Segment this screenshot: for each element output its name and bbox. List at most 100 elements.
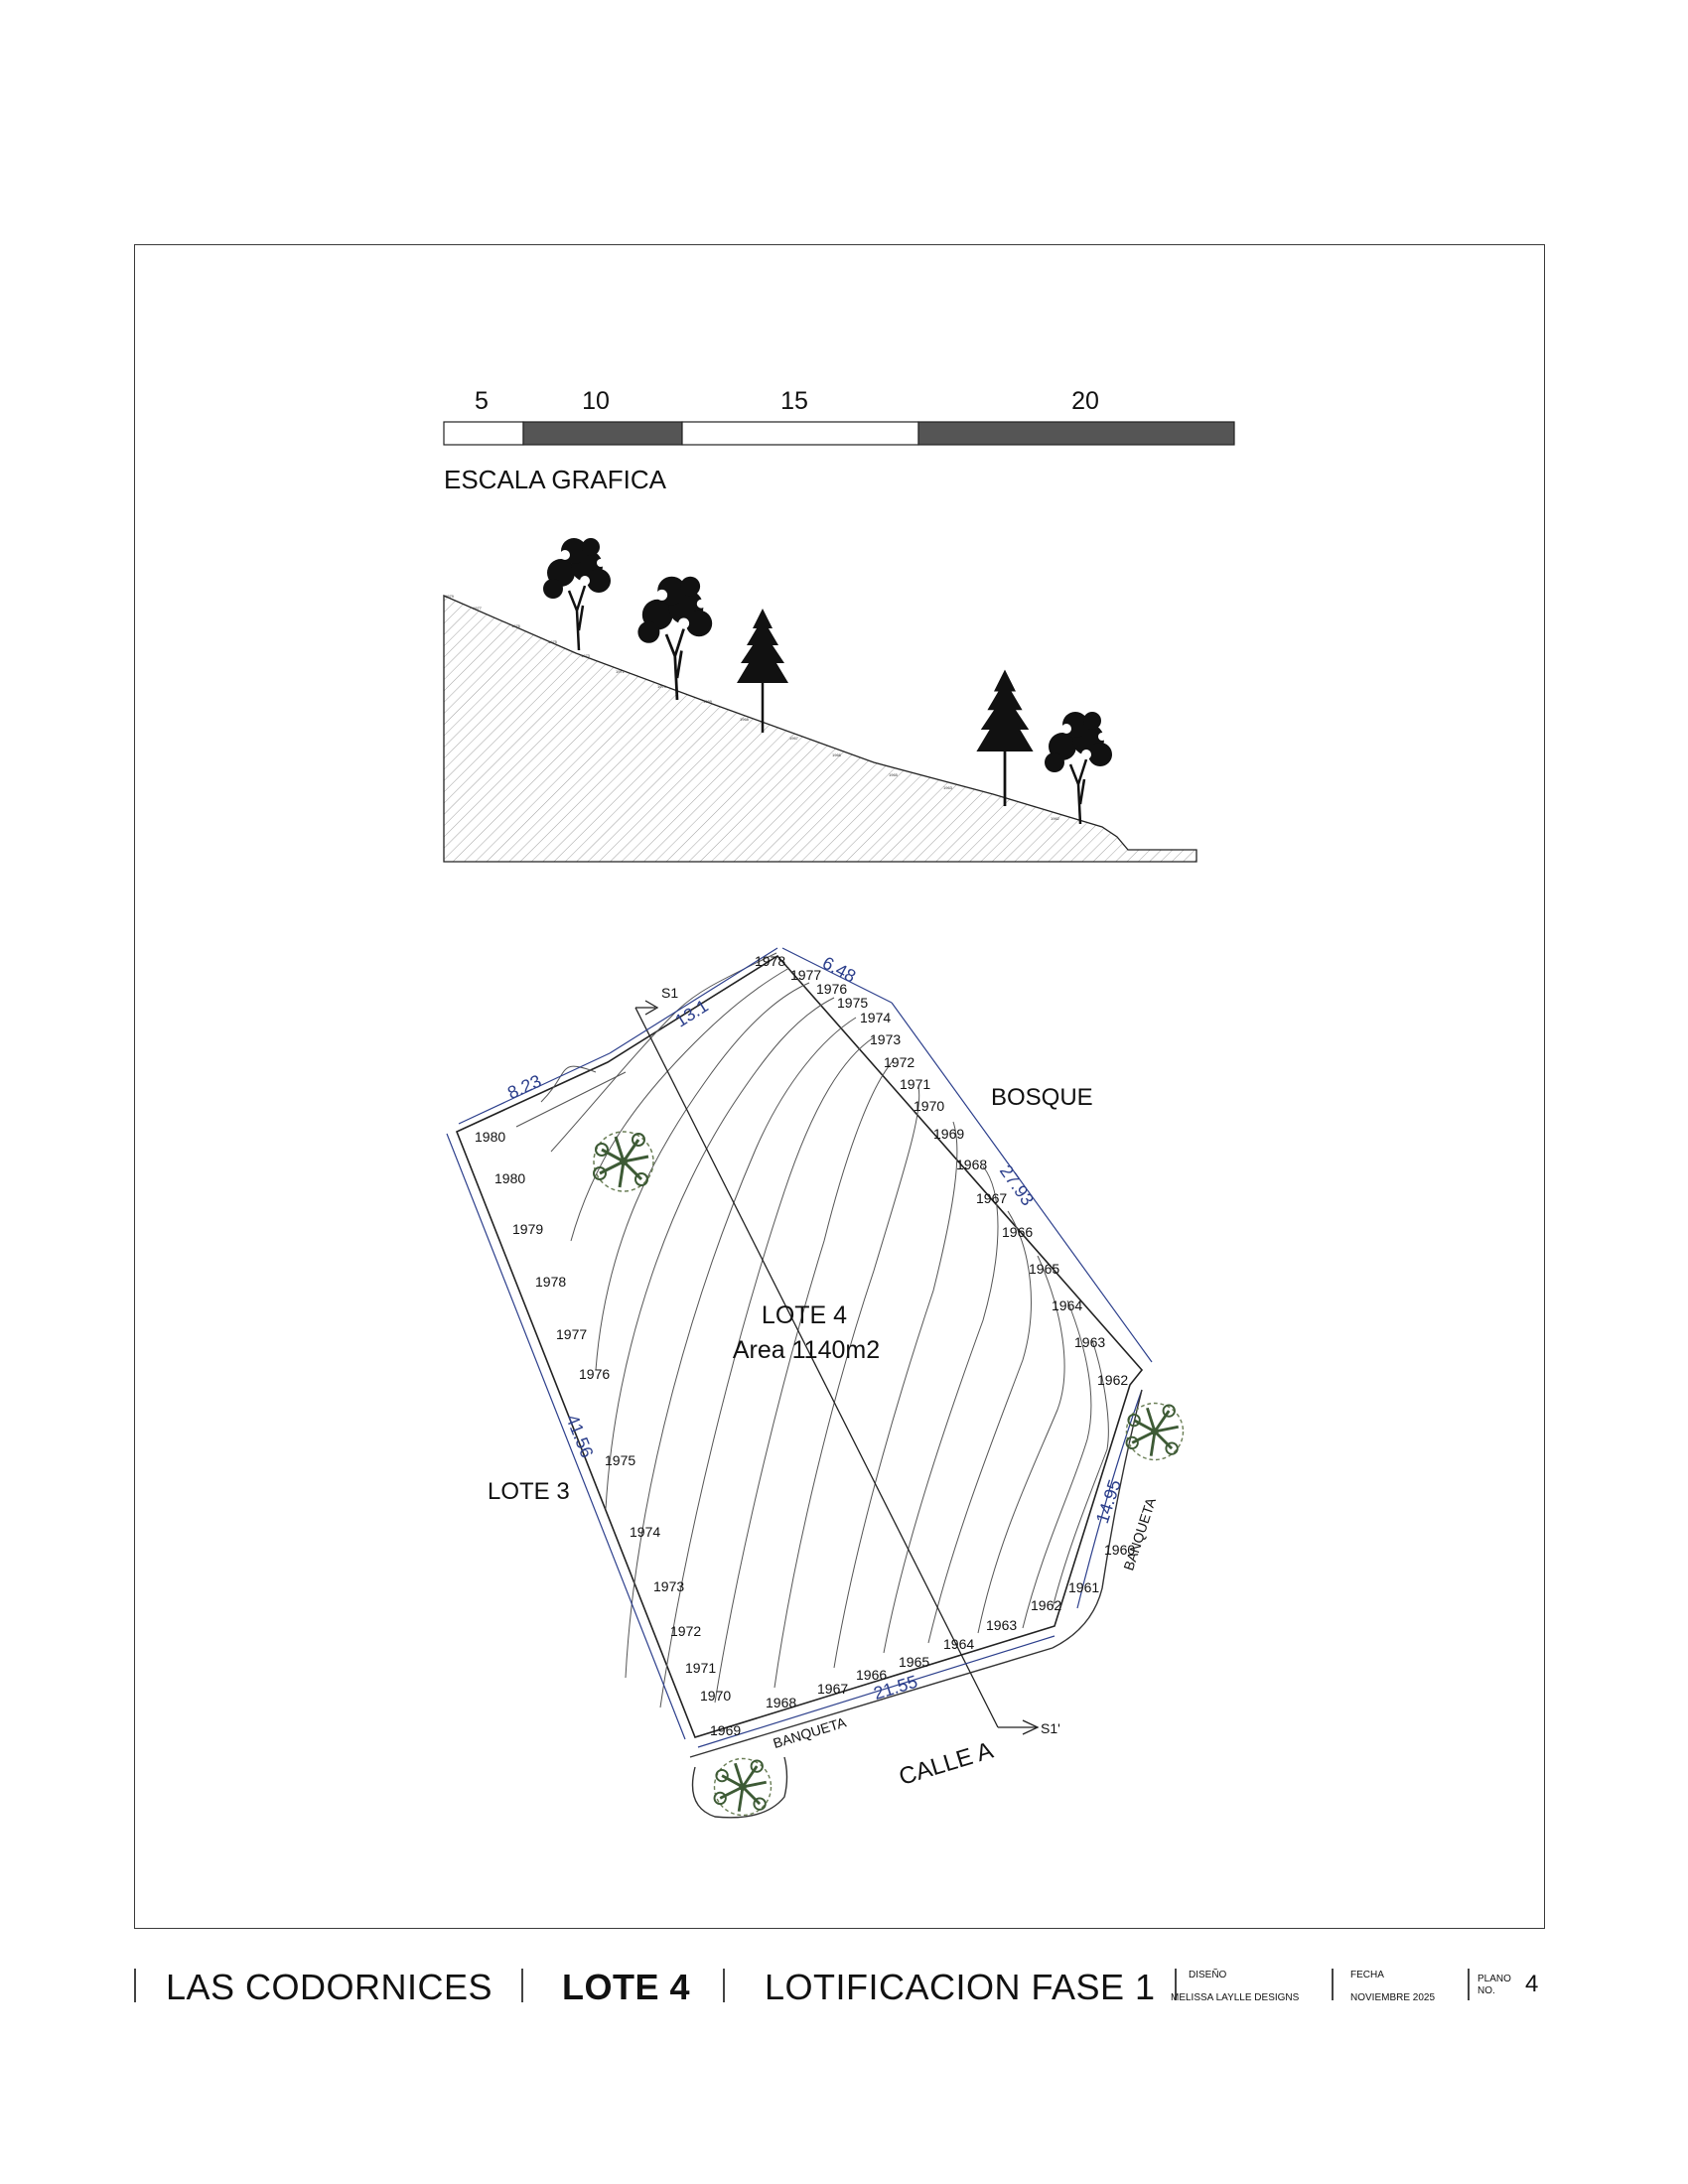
bottom-elevations: 1968 1967 1966 1965 1964 1963 1962 (766, 1597, 1061, 1710)
title-separator (723, 1969, 725, 2002)
elevation-label: 1967 (817, 1681, 848, 1697)
elevation-label: 1960 (1104, 1542, 1135, 1558)
terrain-section: 1979 1977 1976 1975 1973 1971 1970 1969 … (443, 536, 1197, 863)
section-elev: 1966 (832, 752, 842, 757)
west-elevations: 1980 1980 1979 1978 1977 1976 1975 1974 … (475, 1129, 741, 1738)
title-separator (521, 1969, 523, 2002)
scale-segment-3 (681, 421, 919, 446)
elevation-label: 1974 (630, 1524, 660, 1540)
dimension-label: 41.56 (562, 1412, 597, 1460)
elevation-label: 1973 (653, 1578, 684, 1594)
tree-plan-icon (1125, 1402, 1185, 1461)
section-elev: 1962 (1051, 816, 1060, 821)
title-separator (134, 1969, 136, 2002)
elevation-label: 1967 (976, 1190, 1007, 1206)
design-label: DISEÑO (1189, 1970, 1227, 1980)
street-label: CALLE A (896, 1737, 996, 1791)
elevation-label: 1979 (512, 1221, 543, 1237)
lot-plan: S1 S1' 8.23 13.1 6.48 27.93 41.56 14.95 (446, 947, 1185, 1819)
section-mark-s1-prime: S1' (1041, 1720, 1060, 1736)
elevation-label: 1972 (884, 1054, 914, 1070)
section-elev: 1971 (616, 669, 626, 674)
title-separator (1332, 1969, 1334, 2000)
section-elev: 1979 (445, 594, 455, 599)
section-elev: 1963 (943, 785, 953, 790)
elevation-label: 1961 (1068, 1579, 1099, 1595)
sidewalk-label: BANQUETA (772, 1713, 849, 1751)
contour-lines (515, 952, 1109, 1708)
elevation-label: 1972 (670, 1623, 701, 1639)
drawing-frame (134, 244, 1545, 1929)
title-separator (1175, 1969, 1177, 2000)
tree-icon (1043, 710, 1114, 826)
sheet-label: NO. (1477, 1985, 1495, 1996)
street-edges (689, 1389, 1143, 1819)
section-elev: 1975 (548, 639, 558, 644)
elevation-label: 1977 (790, 967, 821, 983)
section-elev: 1977 (473, 606, 483, 611)
elevation-label: 1963 (986, 1617, 1017, 1633)
scale-segment-4 (917, 421, 1235, 446)
phase-title: LOTIFICACION FASE 1 (765, 1967, 1156, 2007)
section-elev: 1973 (581, 653, 591, 658)
scale-label-15: 15 (780, 387, 808, 415)
terrain-profile (443, 595, 1197, 863)
section-elev: 1970 (657, 684, 667, 689)
elevation-label: 1970 (700, 1688, 731, 1704)
elevation-label: 1970 (914, 1098, 944, 1114)
elevation-label: 1975 (837, 995, 868, 1011)
section-elev: 1968 (740, 717, 750, 722)
elevation-label: 1973 (870, 1031, 901, 1047)
designer-name: MELISSA LAYLLE DESIGNS (1171, 1992, 1300, 2003)
elevation-label: 1971 (685, 1660, 716, 1676)
pine-tree-icon (735, 607, 790, 735)
elevation-label: 1969 (933, 1126, 964, 1142)
section-elev: 1969 (703, 699, 713, 704)
scale-label-20: 20 (1071, 387, 1099, 415)
date-label: FECHA (1350, 1970, 1384, 1980)
lot-title: LOTE 4 (562, 1967, 691, 2007)
section-elev: 1967 (789, 736, 799, 741)
elevation-label: 1980 (494, 1170, 525, 1186)
project-name: LAS CODORNICES (166, 1967, 493, 2007)
elevation-label: 1964 (1052, 1297, 1082, 1313)
section-mark-s1: S1 (661, 985, 678, 1001)
section-elev: 1976 (511, 623, 521, 628)
tree-icon (541, 536, 613, 652)
elevation-label: 1962 (1097, 1372, 1128, 1388)
dimension-label: 14.95 (1092, 1477, 1125, 1526)
forest-label: BOSQUE (991, 1084, 1093, 1111)
section-elev: 1965 (889, 772, 899, 777)
date-value: NOVIEMBRE 2025 (1350, 1992, 1436, 2003)
title-separator (1468, 1969, 1470, 2000)
scale-bar: 5 10 15 20 ESCALA GRAFICA (443, 387, 1235, 494)
elevation-label: 1978 (535, 1274, 566, 1290)
scale-label-5: 5 (475, 387, 489, 415)
title-block: LAS CODORNICES LOTE 4 LOTIFICACION FASE … (0, 1961, 1688, 2020)
elevation-label: 1966 (856, 1667, 887, 1683)
sidewalk-label: BANQUETA (1120, 1495, 1159, 1572)
elevation-label: 1963 (1074, 1334, 1105, 1350)
elevation-label: 1974 (860, 1010, 891, 1025)
elevation-label: 1976 (579, 1366, 610, 1382)
elevation-label: 1976 (816, 981, 847, 997)
dimension-lines (446, 947, 1153, 1748)
scale-segment-2 (522, 421, 683, 446)
elevation-label: 1969 (710, 1722, 741, 1738)
elevation-label: 1977 (556, 1326, 587, 1342)
lot-area-label: Area 1140m2 (733, 1336, 880, 1364)
tree-plan-icon (713, 1757, 773, 1817)
top-elevations: 1978 1977 1976 1975 1974 (755, 953, 891, 1025)
scale-segment-1 (443, 421, 524, 446)
elevation-label: 1968 (766, 1695, 796, 1710)
elevation-label: 1962 (1031, 1597, 1061, 1613)
elevation-label: 1965 (1029, 1261, 1059, 1277)
elevation-label: 1968 (956, 1157, 987, 1172)
east-elevations: 1973 1972 1971 1970 1969 1968 1967 1966 … (870, 1031, 1128, 1388)
elevation-label: 1978 (755, 953, 785, 969)
sheet-label: PLANO (1477, 1974, 1511, 1984)
elevation-label: 1966 (1002, 1224, 1033, 1240)
lot-name-label: LOTE 4 (762, 1301, 847, 1329)
elevation-label: 1980 (475, 1129, 505, 1145)
